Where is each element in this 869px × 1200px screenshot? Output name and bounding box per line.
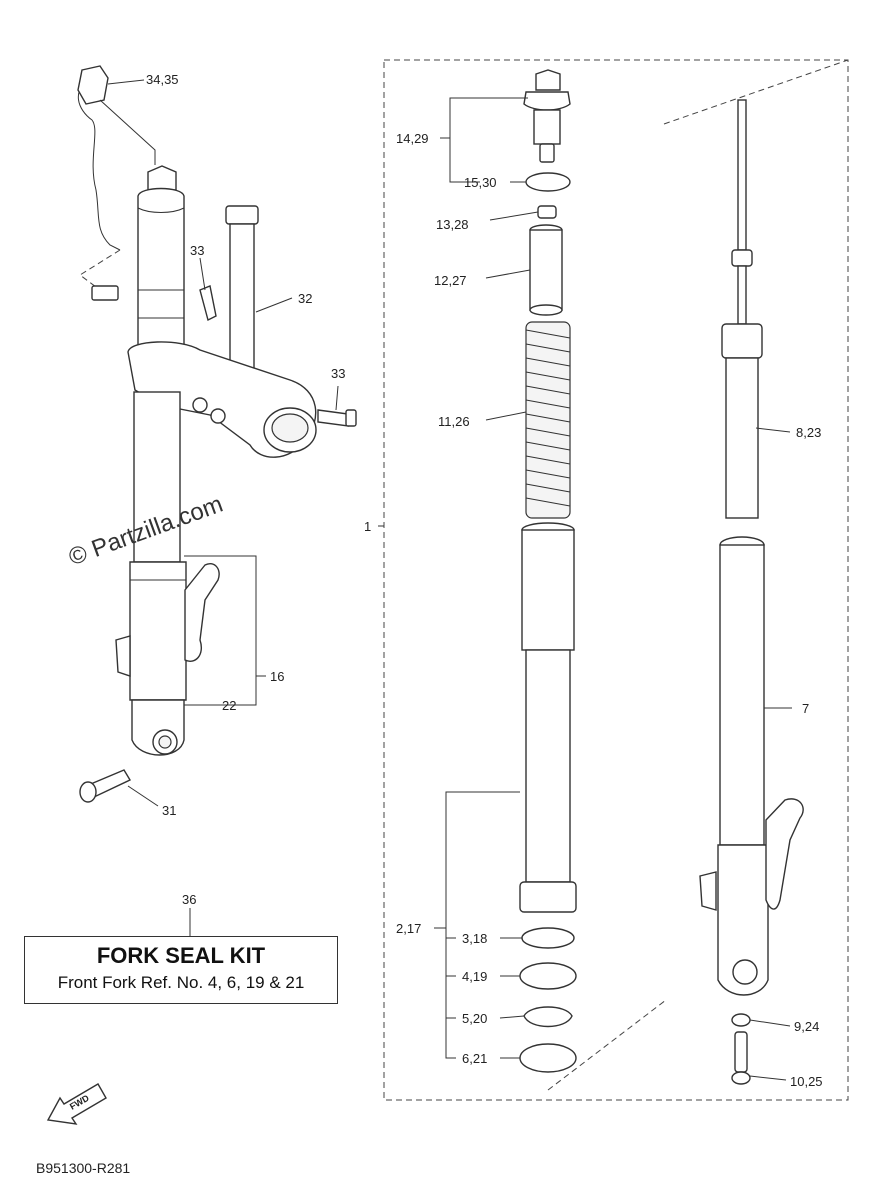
callout-31: 31 — [162, 803, 176, 818]
callout-34-35: 34,35 — [146, 72, 179, 87]
callout-36: 36 — [182, 892, 196, 907]
kit-title: FORK SEAL KIT — [96, 943, 266, 968]
kit-subtitle: Front Fork Ref. No. 4, 6, 19 & 21 — [57, 973, 305, 992]
outer-tube — [699, 536, 804, 996]
callout-32: 32 — [298, 291, 312, 306]
callout-6-21: 6,21 — [462, 1051, 487, 1066]
collar-13-28 — [537, 205, 557, 219]
callout-16: 16 — [270, 669, 284, 684]
assembled-fork-left — [77, 65, 357, 803]
callout-10-25: 10,25 — [790, 1074, 823, 1089]
damper-rod — [721, 99, 763, 519]
callout-labels: 34,35 33 32 33 16 22 31 1 14,29 15,30 13… — [146, 72, 823, 1089]
callout-33-side: 33 — [331, 366, 345, 381]
callout-11-26: 11,26 — [438, 414, 470, 429]
oil-seal-4-19 — [519, 962, 577, 990]
left-leader-lines — [107, 79, 339, 936]
diagram-code: B951300-R281 — [36, 1160, 131, 1176]
o-ring — [525, 172, 571, 192]
exploded-region — [378, 59, 849, 1101]
fork-seal-kit-box: FORK SEAL KIT Front Fork Ref. No. 4, 6, … — [24, 936, 338, 1004]
callout-33-upper: 33 — [190, 243, 204, 258]
callout-3-18: 3,18 — [462, 931, 487, 946]
callout-15-30: 15,30 — [464, 175, 497, 190]
callout-12-27: 12,27 — [434, 273, 467, 288]
right-leader-lines — [434, 97, 792, 1081]
callout-7: 7 — [802, 701, 809, 716]
dust-seal-3-18 — [521, 927, 575, 949]
callout-1: 1 — [364, 519, 371, 534]
callout-2-17: 2,17 — [396, 921, 421, 936]
callout-14-29: 14,29 — [396, 131, 429, 146]
bushing-6-21 — [519, 1043, 577, 1073]
callout-13-28: 13,28 — [436, 217, 469, 232]
clip-5-20 — [523, 1006, 573, 1028]
forward-arrow-icon: FWD — [46, 1083, 107, 1125]
callout-9-24: 9,24 — [794, 1019, 819, 1034]
washer-9-24 — [731, 1013, 751, 1027]
callout-8-23: 8,23 — [796, 425, 821, 440]
fork-spring — [525, 321, 571, 519]
cap-bolt — [523, 69, 571, 163]
callout-5-20: 5,20 — [462, 1011, 487, 1026]
callout-22: 22 — [222, 698, 236, 713]
bolt-10-25 — [731, 1031, 751, 1085]
spacer-tube — [529, 224, 563, 316]
inner-tube — [519, 522, 577, 913]
callout-4-19: 4,19 — [462, 969, 487, 984]
